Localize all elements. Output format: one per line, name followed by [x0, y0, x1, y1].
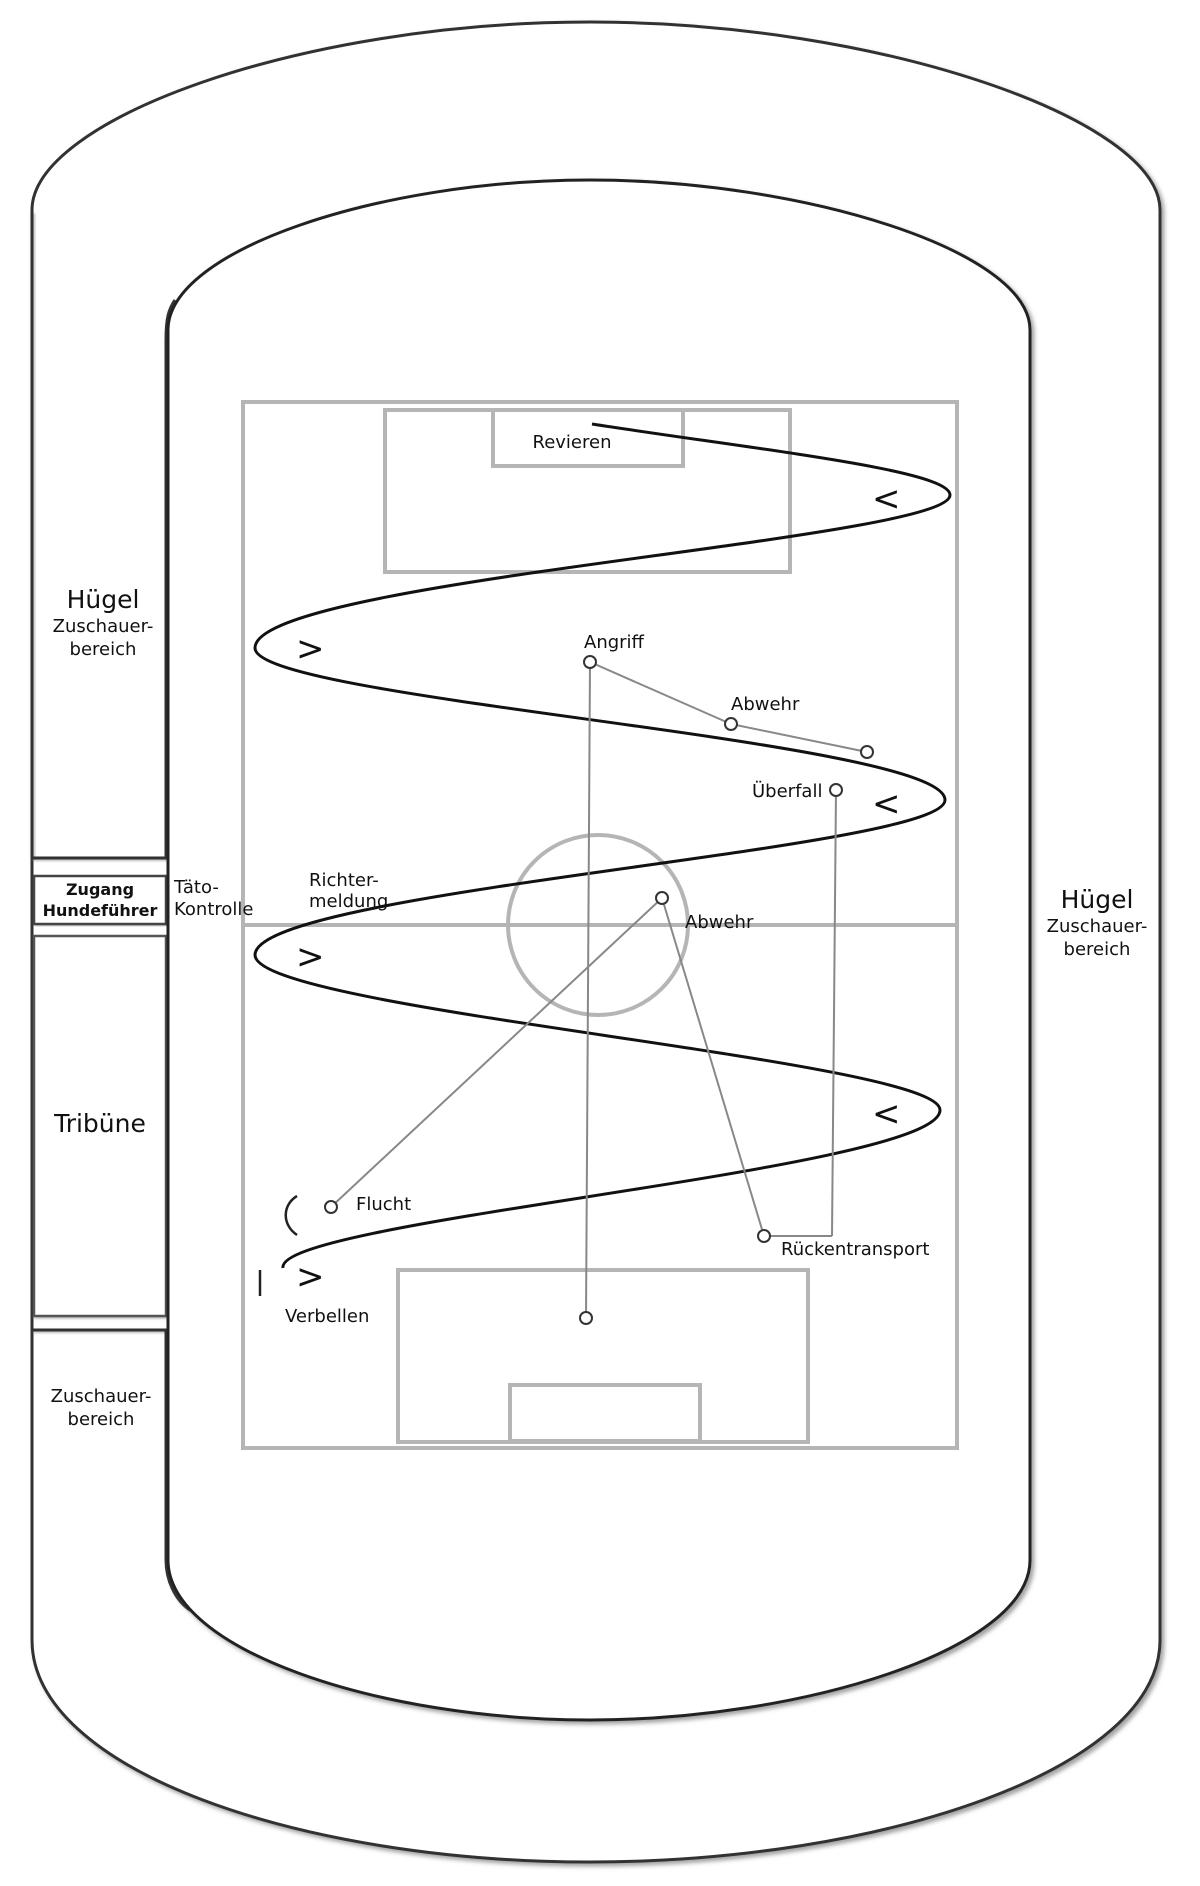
line-abwehr-end: [730, 723, 868, 753]
label-abwehr-center: Abwehr: [685, 912, 754, 933]
huegel-left-line2: bereich: [70, 639, 137, 660]
label-revieren: Revieren: [533, 432, 612, 453]
zuschauer-bottom-stand: [32, 1328, 191, 1612]
huegel-left-title: Hügel: [67, 585, 140, 614]
zuschauer-bottom-line2: bereich: [68, 1409, 135, 1430]
arrow-left-1: <: [872, 479, 901, 519]
line-abwehr-rueck: [661, 897, 765, 1237]
label-angriff: Angriff: [584, 632, 645, 653]
zuschauer-bottom-line1: Zuschauer-: [51, 1386, 152, 1407]
center-circle: [506, 833, 690, 1017]
node-verbellen-end: [579, 1311, 593, 1325]
arrow-right-1: >: [296, 629, 325, 669]
line-ueberfall-down: [831, 789, 837, 1237]
label-ueberfall: Überfall: [752, 780, 822, 802]
label-verbellen: Verbellen: [285, 1306, 369, 1327]
arrow-left-3: <: [872, 1094, 901, 1134]
arrow-left-2: <: [872, 784, 901, 824]
huegel-right-line1: Zuschauer-: [1047, 916, 1148, 937]
node-ueberfall: [829, 783, 843, 797]
zugang-box: [32, 874, 168, 926]
huegel-left-stand: [30, 212, 177, 860]
node-abwehr-end: [860, 745, 874, 759]
arrow-right-2: >: [296, 937, 325, 977]
exercise-nodes: [324, 655, 874, 1325]
line-abwehr-flucht: [330, 897, 663, 1208]
line-angriff-abwehr: [589, 661, 732, 725]
huegel-right-title: Hügel: [1061, 885, 1134, 914]
line-angriff-down: [585, 661, 591, 1319]
exercise-lines: [330, 661, 868, 1319]
taeto-line2: Kontrolle: [174, 899, 253, 920]
pitch: [241, 400, 959, 1450]
node-flucht: [324, 1200, 338, 1214]
node-abwehr-center: [655, 891, 669, 905]
node-abwehr-top: [724, 717, 738, 731]
tribuene-box: [32, 934, 168, 1318]
node-rueckentransport: [757, 1229, 771, 1243]
label-rueckentransport: Rückentransport: [781, 1239, 929, 1260]
arrow-right-3: >: [296, 1257, 325, 1297]
tribuene-title: Tribüne: [53, 1109, 146, 1138]
node-angriff: [583, 655, 597, 669]
label-richtermeldung-2: meldung: [309, 891, 388, 912]
serpentine-route: [253, 422, 952, 1269]
taeto-line1: Täto-: [173, 877, 219, 898]
label-flucht: Flucht: [356, 1194, 411, 1215]
goal-area-bottom: [508, 1383, 702, 1443]
flucht-mark: [284, 1194, 298, 1237]
zugang-line2: Hundeführer: [43, 901, 158, 920]
huegel-right-line2: bereich: [1064, 939, 1131, 960]
huegel-left-line1: Zuschauer-: [53, 616, 154, 637]
label-abwehr-top: Abwehr: [731, 694, 800, 715]
zugang-line1: Zugang: [66, 880, 134, 899]
label-richtermeldung-1: Richter-: [309, 870, 379, 891]
